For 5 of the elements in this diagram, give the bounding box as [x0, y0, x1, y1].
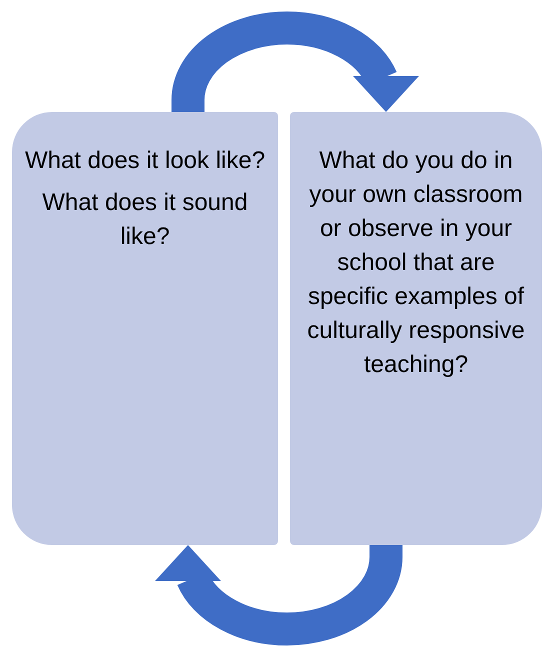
text-panel	[12, 112, 278, 545]
question-text: What does it sound like?	[41, 188, 249, 252]
question-text: What does it look like?	[24, 146, 266, 176]
question-text: What do you do in your own classroom or observe in your school that are specific examples of culturally responsive teaching?	[306, 146, 526, 380]
text-panel	[290, 112, 542, 545]
